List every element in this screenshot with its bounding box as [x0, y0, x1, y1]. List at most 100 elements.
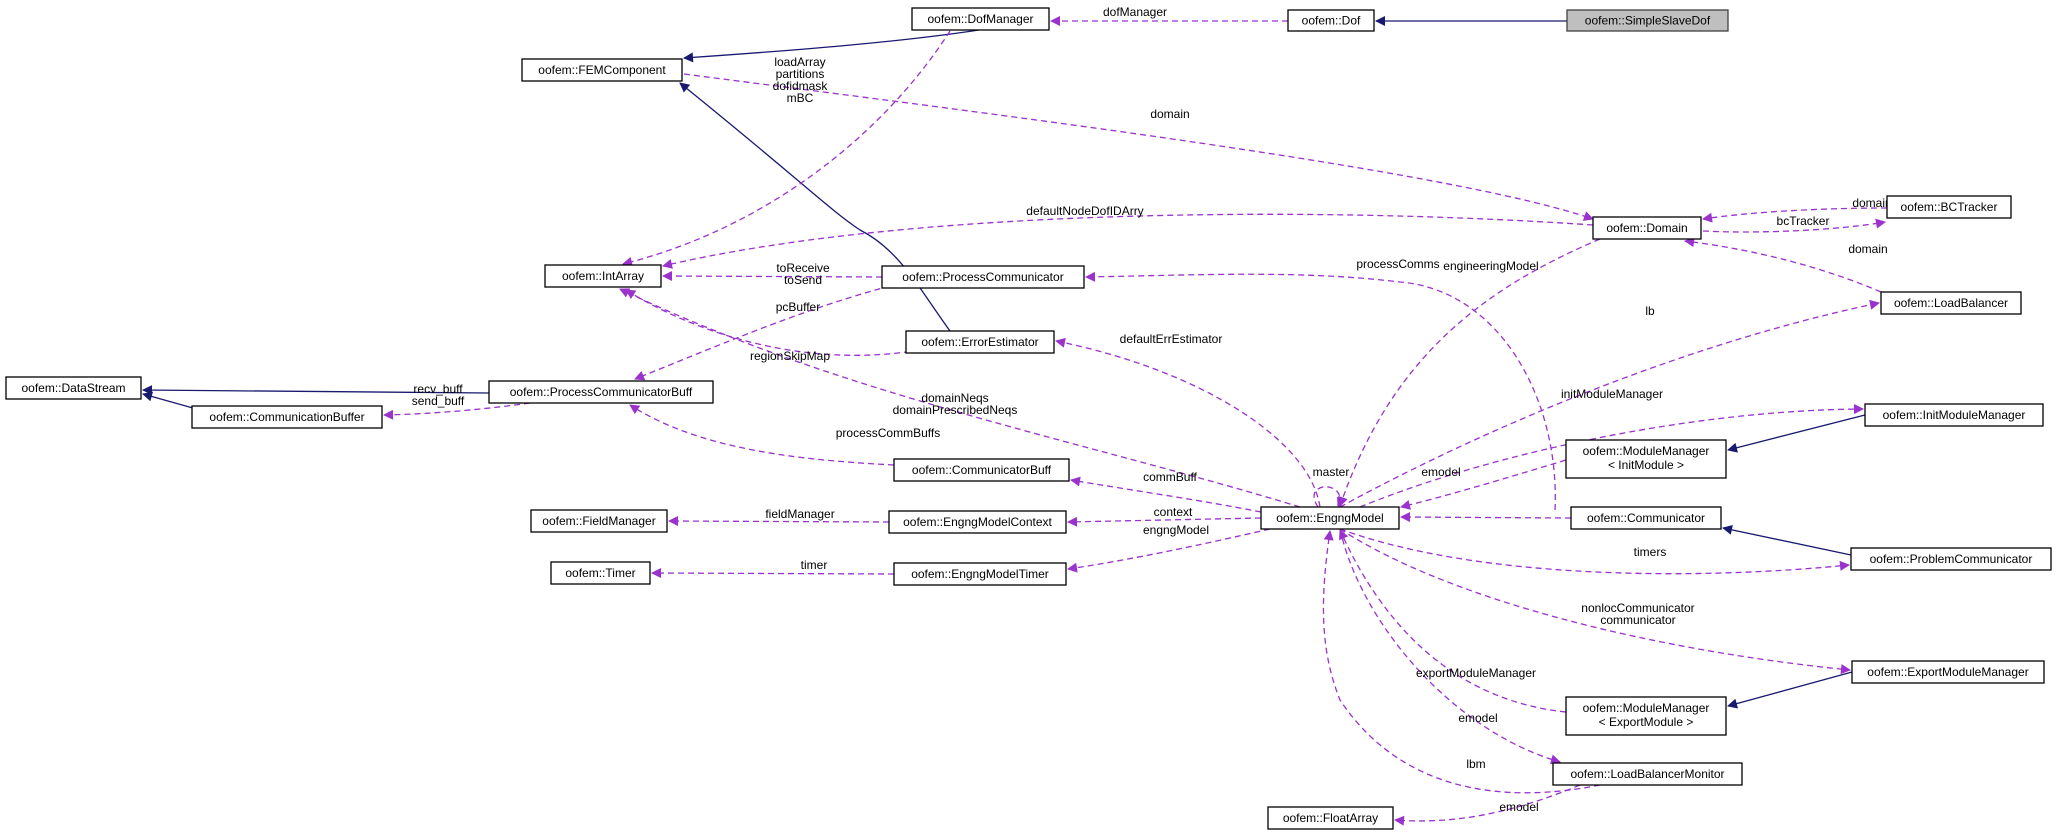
edges-layer — [142, 16, 1888, 826]
edge-label-nonloc-communicator: nonlocCommunicator — [1581, 601, 1694, 615]
usage-edge-fem-component-to-domain — [683, 73, 1594, 221]
usage-edge-engng-model-timer-to-timer — [651, 568, 895, 579]
class-node-domain[interactable]: oofem::Domain — [1592, 216, 1702, 240]
class-box — [1287, 9, 1375, 32]
edge-label-process-comms: processComms — [1356, 257, 1439, 271]
class-box — [893, 562, 1067, 586]
edge-label-pc-buffer: pcBuffer — [776, 300, 820, 314]
class-node-bc-tracker[interactable]: oofem::BCTracker — [1886, 195, 2012, 219]
usage-edge-module-manager-init-to-engng-model — [1400, 459, 1567, 510]
class-name-text: oofem::ModuleManager — [1583, 701, 1710, 715]
edge-label-dof-manager: dofManager — [1103, 5, 1167, 19]
usage-edge-engng-model-to-export-module-manager — [1339, 528, 1851, 675]
edge-labels-layer: dofManagerloadArraypartitionsdofidmaskmB… — [412, 5, 1892, 814]
class-box — [530, 509, 668, 533]
edge-label-default-node-dof-id-arry: defaultNodeDofIDArry — [1026, 204, 1143, 218]
usage-edge-engng-model-to-communicator-buff — [1070, 476, 1262, 513]
edge-label-region-skip-map: regionSkipMap — [750, 349, 830, 363]
class-node-simple-slave-dof[interactable]: oofem::SimpleSlaveDof — [1566, 9, 1729, 32]
class-node-module-manager-export[interactable]: oofem::ModuleManager< ExportModule > — [1565, 696, 1727, 736]
usage-edge-load-balancer-monitor-to-float-array — [1394, 784, 1581, 826]
class-node-process-communicator-buff[interactable]: oofem::ProcessCommunicatorBuff — [488, 380, 714, 404]
class-name-text: oofem::EngngModelContext — [903, 515, 1052, 529]
usage-edge-domain-to-int-array — [662, 213, 1594, 269]
class-node-module-manager-init[interactable]: oofem::ModuleManager< InitModule > — [1565, 439, 1727, 479]
edge-label-domain: domain — [1150, 107, 1189, 121]
edge-label-m-bc: mBC — [787, 91, 814, 105]
edge-label-communicator: communicator — [1600, 613, 1675, 627]
usage-edge-process-communicator-to-int-array — [662, 271, 883, 282]
nodes-layer: oofem::SimpleSlaveDofoofem::Dofoofem::Do… — [5, 7, 2052, 830]
class-node-engng-model-context[interactable]: oofem::EngngModelContext — [888, 510, 1067, 534]
class-box — [1565, 439, 1727, 479]
edge-label-lbm: lbm — [1466, 757, 1485, 771]
class-name-text: oofem::Timer — [565, 566, 635, 580]
class-node-init-module-manager[interactable]: oofem::InitModuleManager — [1864, 403, 2044, 427]
class-node-communicator-buff[interactable]: oofem::CommunicatorBuff — [893, 458, 1070, 482]
class-name-text: oofem::DofManager — [927, 12, 1033, 26]
class-node-engng-model-timer[interactable]: oofem::EngngModelTimer — [893, 562, 1067, 586]
class-node-engng-model[interactable]: oofem::EngngModel — [1260, 506, 1400, 530]
usage-edge-domain-to-engng-model — [1338, 238, 1601, 507]
inheritance-edge-export-module-manager-to-module-manager-export — [1727, 671, 1853, 709]
usage-edge-engng-model-to-int-array — [619, 288, 1301, 508]
class-node-error-estimator[interactable]: oofem::ErrorEstimator — [905, 330, 1055, 354]
usage-edge-engng-model-to-problem-communicator — [1339, 528, 1850, 575]
class-name-text: oofem::ProcessCommunicatorBuff — [510, 385, 693, 399]
edge-label-timer: timer — [801, 558, 828, 572]
inheritance-edge-init-module-manager-to-module-manager-init — [1727, 414, 1866, 453]
class-node-problem-communicator[interactable]: oofem::ProblemCommunicator — [1850, 547, 2052, 571]
class-box — [1260, 506, 1400, 530]
usage-edge-domain-to-bc-tracker — [1702, 218, 1886, 233]
usage-edge-engng-model-to-load-balancer-monitor — [1339, 528, 1561, 765]
edge-label-export-module-manager: exportModuleManager — [1416, 666, 1536, 680]
class-box — [888, 510, 1067, 534]
class-box — [488, 380, 714, 404]
class-box — [1552, 762, 1743, 786]
class-name-text: oofem::FloatArray — [1283, 811, 1378, 825]
class-box — [1864, 403, 2044, 427]
inheritance-edge-dof-manager-to-fem-component — [683, 29, 980, 63]
edge-label-init-module-manager: initModuleManager — [1561, 387, 1663, 401]
class-name-text: oofem::EngngModel — [1276, 511, 1383, 525]
usage-edge-process-communicator-to-process-communicator-buff — [634, 285, 891, 381]
usage-edge-communicator-to-process-communicator — [1085, 271, 1556, 511]
edge-label-master: master — [1313, 465, 1350, 479]
edge-label-comm-buff: commBuff — [1143, 470, 1197, 484]
class-name-text: < ExportModule > — [1599, 715, 1694, 729]
edge-label-field-manager: fieldManager — [765, 507, 834, 521]
edge-label-load-array: loadArray — [774, 55, 825, 69]
class-node-dof-manager[interactable]: oofem::DofManager — [911, 7, 1050, 31]
class-node-export-module-manager[interactable]: oofem::ExportModuleManager — [1851, 660, 2045, 684]
class-node-communication-buffer[interactable]: oofem::CommunicationBuffer — [191, 405, 383, 429]
usage-edge-dof-manager-to-int-array — [622, 30, 951, 267]
class-node-dof[interactable]: oofem::Dof — [1287, 9, 1375, 32]
class-node-fem-component[interactable]: oofem::FEMComponent — [521, 58, 683, 82]
class-node-load-balancer-monitor[interactable]: oofem::LoadBalancerMonitor — [1552, 762, 1743, 786]
class-box — [5, 376, 142, 400]
class-name-text: oofem::SimpleSlaveDof — [1585, 14, 1711, 28]
usage-edge-process-communicator-buff-to-communication-buffer — [383, 402, 531, 420]
edge-label-domain: domain — [1852, 196, 1891, 210]
class-name-text: oofem::ModuleManager — [1583, 444, 1710, 458]
class-name-text: oofem::Communicator — [1587, 511, 1705, 525]
class-name-text: oofem::Domain — [1606, 221, 1687, 235]
class-node-int-array[interactable]: oofem::IntArray — [544, 264, 662, 288]
class-node-communicator[interactable]: oofem::Communicator — [1570, 506, 1722, 530]
usage-edge-engng-model-to-engng-model-context — [1067, 516, 1262, 527]
class-node-field-manager[interactable]: oofem::FieldManager — [530, 509, 668, 533]
class-node-process-communicator[interactable]: oofem::ProcessCommunicator — [881, 265, 1085, 289]
class-node-float-array[interactable]: oofem::FloatArray — [1267, 806, 1394, 830]
inheritance-edge-process-communicator-buff-to-data-stream — [142, 385, 490, 396]
class-node-load-balancer[interactable]: oofem::LoadBalancer — [1880, 291, 2022, 315]
usage-edge-engng-model-to-init-module-manager — [1359, 404, 1864, 508]
class-node-timer[interactable]: oofem::Timer — [550, 561, 651, 585]
class-node-data-stream[interactable]: oofem::DataStream — [5, 376, 142, 400]
usage-edge-load-balancer-monitor-to-engng-model — [1322, 530, 1601, 794]
class-box — [1880, 291, 2022, 315]
class-box — [1850, 547, 2052, 571]
class-name-text: oofem::FieldManager — [542, 514, 655, 528]
class-name-text: oofem::DataStream — [21, 381, 125, 395]
class-name-text: oofem::ProblemCommunicator — [1870, 552, 2033, 566]
